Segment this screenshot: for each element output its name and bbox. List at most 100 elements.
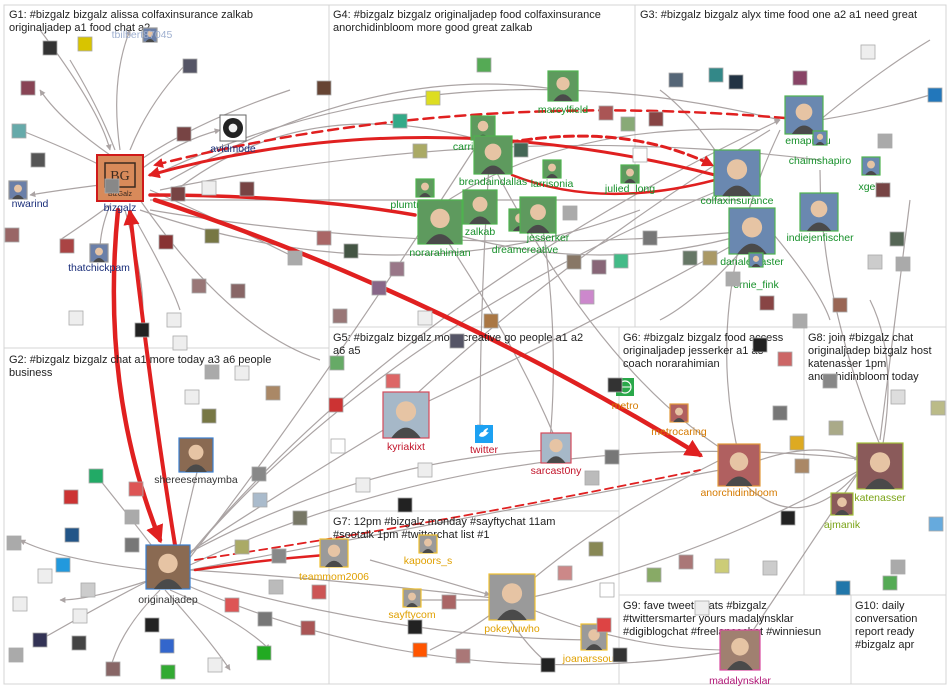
minor-node-avatar[interactable] (604, 449, 620, 465)
node-faded1[interactable]: tbilbert87045 (112, 27, 173, 43)
minor-node-avatar[interactable] (176, 126, 192, 142)
node-colfaxinsurance[interactable]: colfaxinsurance (701, 149, 774, 207)
minor-node-avatar[interactable] (777, 351, 793, 367)
minor-node-avatar[interactable] (191, 278, 207, 294)
minor-node-avatar[interactable] (172, 335, 188, 351)
minor-node-avatar[interactable] (256, 645, 272, 661)
minor-node-avatar[interactable] (780, 510, 796, 526)
minor-node-avatar[interactable] (890, 389, 906, 405)
minor-node-avatar[interactable] (201, 180, 217, 196)
minor-node-avatar[interactable] (725, 271, 741, 287)
minor-node-avatar[interactable] (417, 310, 433, 326)
minor-node-avatar[interactable] (889, 231, 905, 247)
node-originaljadep[interactable]: originaljadep (138, 544, 198, 606)
minor-node-avatar[interactable] (170, 186, 186, 202)
minor-node-avatar[interactable] (230, 283, 246, 299)
minor-node-avatar[interactable] (59, 238, 75, 254)
minor-node-avatar[interactable] (792, 70, 808, 86)
minor-node-avatar[interactable] (759, 295, 775, 311)
minor-node-avatar[interactable] (392, 113, 408, 129)
minor-node-avatar[interactable] (762, 560, 778, 576)
node-jesserker[interactable]: jesserker (519, 196, 570, 244)
minor-node-avatar[interactable] (882, 575, 898, 591)
minor-node-avatar[interactable] (613, 253, 629, 269)
minor-node-avatar[interactable] (890, 559, 906, 575)
minor-node-avatar[interactable] (160, 664, 176, 680)
minor-node-avatar[interactable] (678, 554, 694, 570)
node-chaimshapiro[interactable]: chaimshapiro (789, 130, 852, 167)
minor-node-avatar[interactable] (311, 584, 327, 600)
minor-node-avatar[interactable] (20, 80, 36, 96)
node-twitter[interactable]: twitter (470, 425, 499, 456)
minor-node-avatar[interactable] (124, 537, 140, 553)
node-shereesemaymba[interactable]: shereesemaymba (154, 437, 238, 486)
minor-node-avatar[interactable] (124, 509, 140, 525)
minor-node-avatar[interactable] (239, 181, 255, 197)
minor-node-avatar[interactable] (417, 462, 433, 478)
minor-node-avatar[interactable] (860, 44, 876, 60)
minor-node-avatar[interactable] (32, 632, 48, 648)
minor-node-avatar[interactable] (292, 510, 308, 526)
minor-node-avatar[interactable] (30, 152, 46, 168)
node-avidmode[interactable]: avidmode (210, 114, 256, 155)
minor-node-avatar[interactable] (867, 254, 883, 270)
minor-node-avatar[interactable] (300, 620, 316, 636)
minor-node-avatar[interactable] (694, 600, 710, 616)
minor-node-avatar[interactable] (895, 256, 911, 272)
minor-node-avatar[interactable] (204, 228, 220, 244)
minor-node-avatar[interactable] (287, 250, 303, 266)
minor-node-avatar[interactable] (682, 250, 698, 266)
minor-node-avatar[interactable] (591, 259, 607, 275)
node-madalynsklar[interactable]: madalynsklar (709, 629, 771, 687)
minor-node-avatar[interactable] (11, 123, 27, 139)
minor-node-avatar[interactable] (343, 243, 359, 259)
minor-node-avatar[interactable] (268, 579, 284, 595)
minor-node-avatar[interactable] (201, 408, 217, 424)
minor-node-avatar[interactable] (134, 322, 150, 338)
minor-node-avatar[interactable] (612, 647, 628, 663)
minor-node-avatar[interactable] (316, 230, 332, 246)
minor-node-avatar[interactable] (772, 405, 788, 421)
node-nwarind[interactable]: nwarind (8, 180, 49, 210)
minor-node-avatar[interactable] (316, 80, 332, 96)
minor-node-avatar[interactable] (668, 72, 684, 88)
minor-node-avatar[interactable] (234, 365, 250, 381)
node-brendaindallas[interactable]: brendaindallas (459, 135, 527, 188)
minor-node-avatar[interactable] (328, 397, 344, 413)
minor-node-avatar[interactable] (184, 389, 200, 405)
minor-node-avatar[interactable] (540, 657, 556, 673)
node-metrocaring[interactable]: metrocaring (651, 403, 707, 438)
minor-node-avatar[interactable] (483, 313, 499, 329)
minor-node-avatar[interactable] (4, 227, 20, 243)
minor-node-avatar[interactable] (584, 470, 600, 486)
minor-node-avatar[interactable] (64, 527, 80, 543)
minor-node-avatar[interactable] (158, 234, 174, 250)
minor-node-avatar[interactable] (620, 116, 636, 132)
node-marcylfield[interactable]: marcylfield (538, 70, 588, 116)
minor-node-avatar[interactable] (835, 580, 851, 596)
node-katenasser[interactable]: katenasser (854, 442, 906, 504)
minor-node-avatar[interactable] (441, 594, 457, 610)
node-teammom2006[interactable]: teammom2006 (299, 538, 369, 583)
minor-node-avatar[interactable] (68, 310, 84, 326)
minor-node-avatar[interactable] (77, 36, 93, 52)
node-kapoors_s[interactable]: kapoors_s (404, 534, 452, 567)
minor-node-avatar[interactable] (207, 657, 223, 673)
minor-node-avatar[interactable] (234, 539, 250, 555)
minor-node-avatar[interactable] (557, 565, 573, 581)
minor-node-avatar[interactable] (789, 435, 805, 451)
node-ernie_fink[interactable]: ernie_fink (733, 252, 780, 291)
minor-node-avatar[interactable] (648, 111, 664, 127)
minor-node-avatar[interactable] (6, 535, 22, 551)
minor-node-avatar[interactable] (128, 481, 144, 497)
minor-node-avatar[interactable] (389, 261, 405, 277)
minor-node-avatar[interactable] (455, 648, 471, 664)
minor-node-avatar[interactable] (642, 230, 658, 246)
minor-node-avatar[interactable] (579, 289, 595, 305)
minor-node-avatar[interactable] (425, 90, 441, 106)
minor-node-avatar[interactable] (702, 250, 718, 266)
minor-node-avatar[interactable] (63, 489, 79, 505)
minor-node-avatar[interactable] (330, 438, 346, 454)
minor-node-avatar[interactable] (927, 87, 943, 103)
